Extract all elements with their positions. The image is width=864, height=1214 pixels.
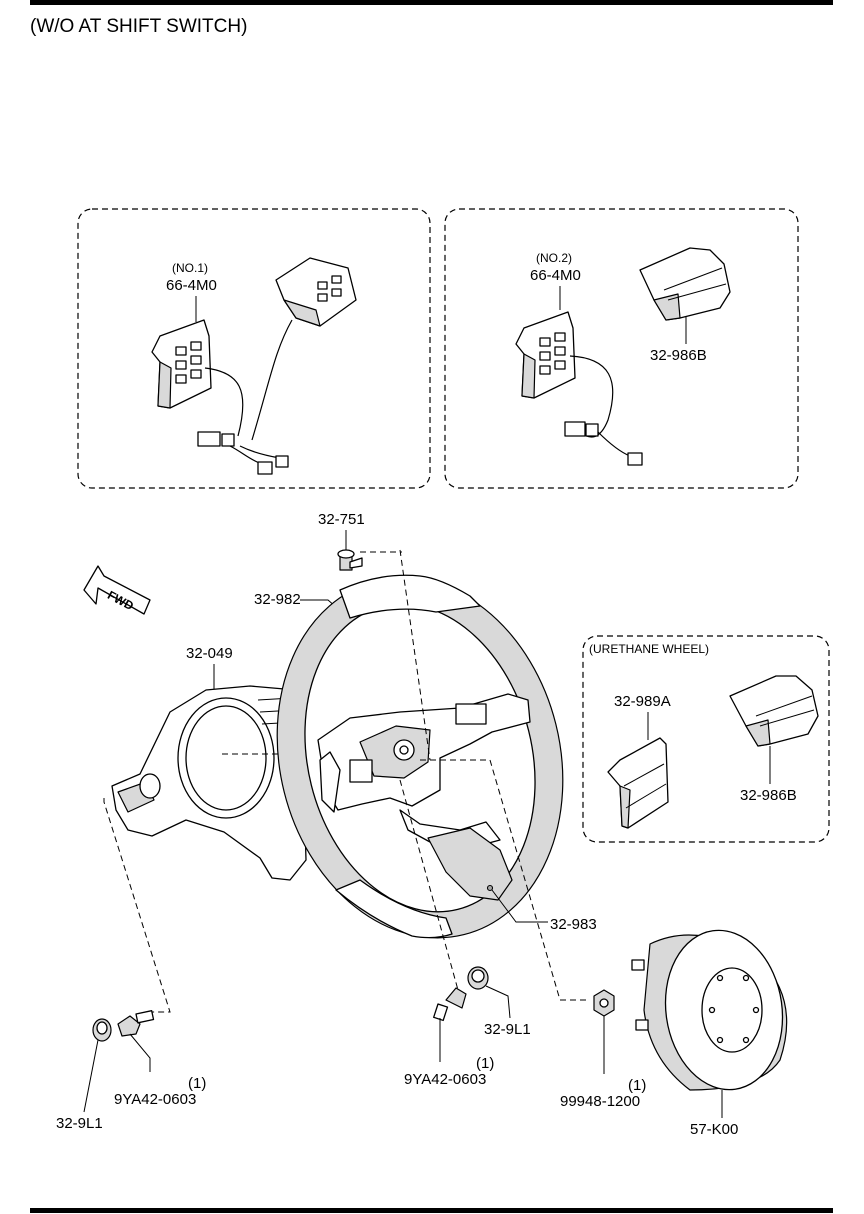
cap-mid-32-9l1 bbox=[467, 966, 489, 990]
connector-no1-end-b bbox=[275, 455, 289, 468]
airbag-module-57-k00 bbox=[631, 929, 788, 1091]
inset-right-part-number: 66-4M0 bbox=[530, 267, 581, 284]
cover-32-986b-inset bbox=[639, 247, 731, 321]
switch-no1-right-unit bbox=[275, 257, 357, 327]
wheel-part-number: 32-982 bbox=[254, 591, 301, 608]
harness-no2-wire-b bbox=[597, 431, 631, 457]
nut-qty: (1) bbox=[628, 1077, 646, 1094]
inset-right-box bbox=[444, 208, 799, 489]
connector-no2-main bbox=[564, 421, 586, 437]
fwd-arrow-icon: FWD bbox=[83, 565, 151, 615]
cap-left-part-number: 32-9L1 bbox=[56, 1115, 103, 1132]
connector-no1-end-a bbox=[257, 461, 273, 475]
urethane-grip-32-989a bbox=[607, 737, 669, 829]
inset-urethane-title: (URETHANE WHEEL) bbox=[589, 642, 709, 656]
inset-right-cover-part-number: 32-986B bbox=[650, 347, 707, 364]
bolt-mid-9ya42 bbox=[433, 987, 467, 1022]
cap-left-32-9l1 bbox=[92, 1018, 112, 1042]
inset-urethane-box bbox=[582, 635, 830, 843]
cap-mid-part-number: 32-9L1 bbox=[484, 1021, 531, 1038]
bottom-rule bbox=[30, 1208, 833, 1213]
screw-top-part-number: 32-751 bbox=[318, 511, 365, 528]
page-title: (W/O AT SHIFT SWITCH) bbox=[30, 16, 248, 37]
nut-99948-1200 bbox=[593, 989, 615, 1017]
screw-32-751 bbox=[337, 549, 363, 571]
bolt-left-9ya42 bbox=[117, 1010, 155, 1037]
top-rule bbox=[30, 0, 833, 5]
column-cover-part-number: 32-049 bbox=[186, 645, 233, 662]
connector-no1-side bbox=[221, 433, 235, 447]
cap-mid-leader bbox=[485, 985, 511, 1019]
guide-nut bbox=[420, 759, 586, 1001]
guide-screw-top bbox=[399, 549, 431, 761]
inset-left-note: (NO.1) bbox=[172, 261, 208, 275]
lower-cover-part-number: 32-983 bbox=[550, 916, 597, 933]
lower-cover-32-983 bbox=[427, 827, 513, 901]
column-cover-32-049 bbox=[111, 685, 307, 881]
bolt-left-qty: (1) bbox=[188, 1075, 206, 1092]
airbag-part-number: 57-K00 bbox=[690, 1121, 738, 1138]
nut-part-number: 99948-1200 bbox=[560, 1093, 640, 1110]
bolt-left-leader bbox=[129, 1033, 151, 1072]
connector-no1-main bbox=[197, 431, 221, 447]
harness-no1-wire-b bbox=[251, 319, 293, 441]
cap-left-leader bbox=[83, 1039, 99, 1113]
switch-no2-unit bbox=[515, 311, 576, 399]
guide-left-bolt bbox=[103, 798, 171, 1013]
connector-no2-side bbox=[585, 423, 599, 437]
inset-left-part-number: 66-4M0 bbox=[166, 277, 217, 294]
urethane-cover-32-986b bbox=[729, 675, 819, 747]
connector-no2-end bbox=[627, 452, 643, 466]
inset-right-note: (NO.2) bbox=[536, 251, 572, 265]
bolt-mid-part-number: 9YA42-0603 bbox=[404, 1071, 486, 1088]
lower-cover-leader bbox=[491, 889, 548, 923]
switch-no1-left-unit bbox=[151, 319, 212, 409]
bolt-left-part-number: 9YA42-0603 bbox=[114, 1091, 196, 1108]
urethane-part-b-number: 32-986B bbox=[740, 787, 797, 804]
guide-lower-bolt bbox=[399, 779, 459, 991]
inset-left-box bbox=[77, 208, 431, 489]
bolt-mid-qty: (1) bbox=[476, 1055, 494, 1072]
harness-no2-wire-a bbox=[569, 355, 614, 438]
harness-no1-wire-a bbox=[204, 367, 244, 437]
urethane-part-a-number: 32-989A bbox=[614, 693, 671, 710]
